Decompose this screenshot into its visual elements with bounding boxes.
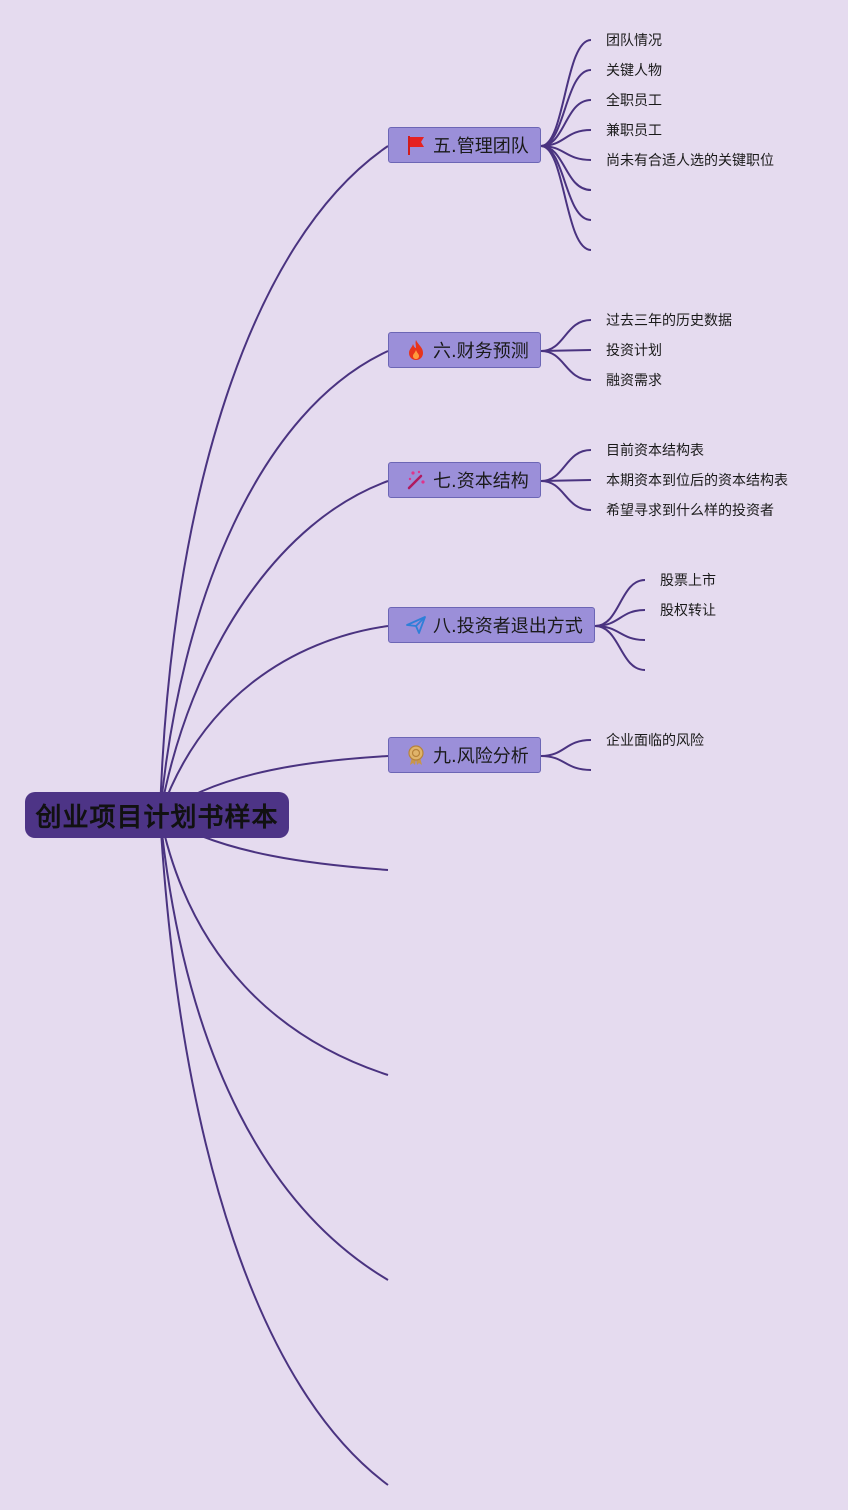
leaf-node[interactable]: 兼职员工 [606, 123, 662, 139]
topic-node-investor-exit[interactable]: 八.投资者退出方式 [388, 607, 595, 643]
topic-label: 九.风险分析 [433, 746, 529, 767]
leaf-node[interactable]: 本期资本到位后的资本结构表 [606, 473, 788, 489]
topic-label: 八.投资者退出方式 [433, 616, 583, 637]
leaf-node[interactable]: 目前资本结构表 [606, 443, 704, 459]
topic-node-financial-forecast[interactable]: 六.财务预测 [388, 332, 541, 368]
leaf-node[interactable]: 投资计划 [606, 343, 662, 359]
edge-t7-c3 [540, 480, 592, 511]
red-flag-icon [405, 134, 427, 156]
edge-t7-c1 [540, 449, 592, 482]
leaf-node[interactable]: 过去三年的历史数据 [606, 313, 732, 329]
topic-label: 五.管理团队 [433, 136, 529, 157]
edge-root-topic-6 [159, 350, 389, 816]
edge-t6-c2 [540, 349, 592, 352]
paper-plane-icon [405, 614, 427, 636]
edge-t5-c1 [540, 39, 592, 147]
topic-node-risk-analysis[interactable]: 九.风险分析 [388, 737, 541, 773]
leaf-node[interactable]: 股票上市 [660, 573, 716, 589]
edge-root-topic-8 [159, 625, 389, 816]
leaf-node[interactable]: 关键人物 [606, 63, 662, 79]
edge-t6-c1 [540, 319, 592, 352]
topic-label: 六.财务预测 [433, 341, 529, 362]
edge-root-empty-4 [159, 814, 389, 1486]
leaf-node[interactable]: 团队情况 [606, 33, 662, 49]
edge-root-topic-7 [159, 480, 389, 816]
edge-root-topic-5 [159, 145, 389, 816]
topic-node-capital-structure[interactable]: 七.资本结构 [388, 462, 541, 498]
edge-t9-c2 [540, 755, 592, 771]
leaf-node[interactable]: 融资需求 [606, 373, 662, 389]
edge-t5-c2 [540, 69, 592, 147]
edge-t5-c7 [540, 145, 592, 221]
leaf-node[interactable]: 企业面临的风险 [606, 733, 704, 749]
award-medal-icon [405, 744, 427, 766]
edge-t5-c8 [540, 145, 592, 251]
root-node[interactable]: 创业项目计划书样本 [25, 792, 289, 838]
leaf-node[interactable]: 全职员工 [606, 93, 662, 109]
edge-t6-c3 [540, 350, 592, 381]
edge-t9-c1 [540, 739, 592, 757]
edge-root-empty-3 [159, 814, 389, 1281]
edge-t8-c4 [594, 625, 646, 671]
leaf-node[interactable]: 希望寻求到什么样的投资者 [606, 503, 774, 519]
edge-root-empty-2 [159, 814, 389, 1076]
topic-node-management-team[interactable]: 五.管理团队 [388, 127, 541, 163]
edge-t7-c2 [540, 479, 592, 482]
topic-label: 七.资本结构 [433, 471, 529, 492]
fire-icon [405, 339, 427, 361]
leaf-node[interactable]: 股权转让 [660, 603, 716, 619]
root-label: 创业项目计划书样本 [35, 802, 279, 833]
magic-wand-icon [405, 469, 427, 491]
leaf-node[interactable]: 尚未有合适人选的关键职位 [606, 153, 774, 169]
